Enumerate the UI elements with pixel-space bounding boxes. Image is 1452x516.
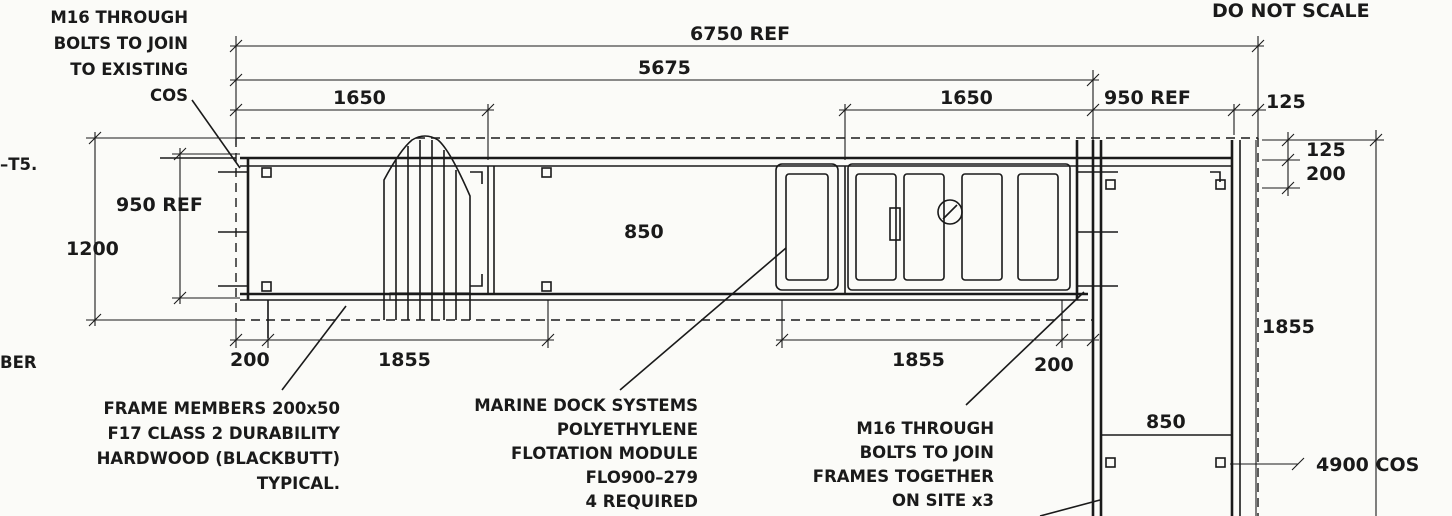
note-frame-members-line: FRAME MEMBERS 200x50 (103, 399, 340, 418)
dim-bottom-left: 200 1855 (229, 300, 555, 371)
dim-left-950-text: 950 REF (116, 194, 203, 216)
flotation-modules (775, 163, 1071, 291)
dim-right-module-text: 1650 (940, 87, 993, 109)
note-bolts-existing-line: TO EXISTING (70, 60, 188, 79)
dim-right-module: 1650 (838, 87, 1100, 160)
note-bolts-frames: M16 THROUGH BOLTS TO JOIN FRAMES TOGETHE… (813, 419, 994, 510)
dim-vertical-1855: 1855 (1255, 140, 1315, 516)
dim-center-850-text: 850 (624, 221, 664, 243)
note-cut-ber: BER (0, 353, 37, 372)
dim-overall: 6750 REF (229, 23, 1265, 145)
dim-edge-right-stack: 125 200 (1262, 132, 1384, 196)
dim-frames-text: 5675 (638, 57, 691, 79)
note-flotation-line: MARINE DOCK SYSTEMS (474, 396, 698, 415)
note-flotation: MARINE DOCK SYSTEMS POLYETHYLENE FLOTATI… (474, 396, 698, 511)
note-frame-members: FRAME MEMBERS 200x50 F17 CLASS 2 DURABIL… (97, 399, 341, 493)
note-bolts-frames-line: M16 THROUGH (856, 419, 994, 438)
bolt-stubs (218, 171, 1118, 287)
note-flotation-line: POLYETHYLENE (557, 420, 698, 439)
note-cut-t5: –T5. (0, 155, 37, 174)
dim-bottom-200-left-text: 200 (230, 349, 270, 371)
dim-bottom-1855-left-text: 1855 (378, 349, 431, 371)
plate-markers (261, 167, 1226, 468)
dim-edge-125-top: 125 (1234, 91, 1306, 117)
dim-edge-125-side-text: 125 (1306, 139, 1346, 161)
dim-bottom-200-right-text: 200 (1034, 354, 1074, 376)
decking-cutaway (383, 135, 471, 320)
note-frame-members-line: TYPICAL. (257, 474, 340, 493)
note-bolts-existing: M16 THROUGH BOLTS TO JOIN TO EXISTING CO… (50, 8, 188, 105)
dim-edge-125-top-text: 125 (1266, 91, 1306, 113)
note-bolts-existing-line: M16 THROUGH (50, 8, 188, 27)
dim-bottom-1855-right-text: 1855 (892, 349, 945, 371)
note-flotation-line: FLOTATION MODULE (511, 444, 698, 463)
dim-bottom-right: 1855 200 (775, 300, 1100, 376)
note-flotation-line: FLO900–279 (586, 468, 698, 487)
corner-brackets (470, 171, 1221, 287)
note-bolts-frames-line: BOLTS TO JOIN (860, 443, 994, 462)
dim-right-ref-text: 950 REF (1104, 87, 1191, 109)
note-bolts-frames-line: ON SITE x3 (892, 491, 994, 510)
deck-outline (235, 137, 1259, 516)
dim-cos-4900-text: 4900 COS (1316, 454, 1419, 476)
note-bolts-existing-line: BOLTS TO JOIN (54, 34, 188, 53)
dim-left-module: 1650 (229, 87, 495, 160)
scale-note: DO NOT SCALE (1212, 0, 1370, 22)
leader-lines (160, 99, 1101, 516)
note-frame-members-line: HARDWOOD (BLACKBUTT) (97, 449, 340, 468)
frame-members (240, 140, 1241, 516)
dim-right-ref: 950 REF (1087, 87, 1241, 135)
dim-left-1200-text: 1200 (66, 238, 119, 260)
note-bolts-frames-line: FRAMES TOGETHER (813, 467, 994, 486)
dim-cos-4900: 4900 COS (1230, 130, 1419, 516)
dim-left-1200: 1200 (66, 131, 240, 327)
note-frame-members-line: F17 CLASS 2 DURABILITY (107, 424, 341, 443)
dim-left-950: 950 REF (116, 147, 240, 305)
dim-overall-text: 6750 REF (690, 23, 790, 45)
note-flotation-line: 4 REQUIRED (586, 492, 698, 511)
dim-lower-850-text: 850 (1146, 411, 1186, 433)
dim-vertical-1855-text: 1855 (1262, 316, 1315, 338)
note-bolts-existing-line: COS (150, 86, 188, 105)
dim-frames: 5675 (229, 57, 1100, 145)
dim-edge-200-side-text: 200 (1306, 163, 1346, 185)
dim-left-module-text: 1650 (333, 87, 386, 109)
